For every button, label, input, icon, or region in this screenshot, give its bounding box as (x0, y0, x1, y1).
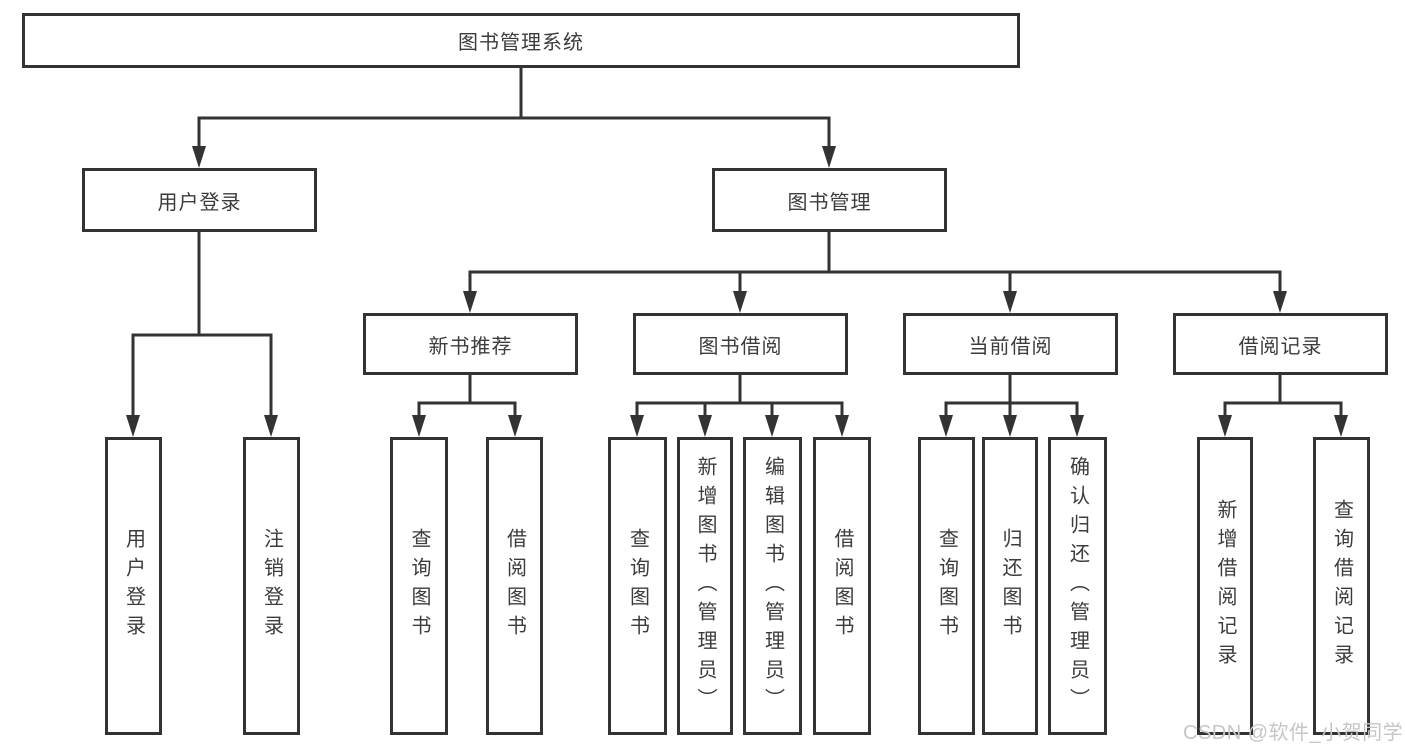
arrowhead-icons-level2 (192, 146, 836, 168)
node-label: 查询图书 (408, 528, 430, 644)
node-label: 借阅图书 (831, 528, 853, 644)
node-label: 图书借阅 (698, 335, 783, 358)
node-label: 用户登录 (157, 191, 242, 214)
node-current-borrowing: 当前借阅 (903, 313, 1118, 375)
node-book-management: 图书管理 (712, 168, 947, 232)
leaf-logout: 注销登录 (243, 437, 300, 735)
leaf-query-books-recommend: 查询图书 (390, 437, 448, 735)
node-label: 新书推荐 (428, 335, 513, 358)
watermark: CSDN @软件_小贺同学 (1183, 722, 1404, 744)
leaf-query-borrow-record: 查询借阅记录 (1313, 437, 1370, 735)
leaf-query-books-borrow: 查询图书 (608, 437, 667, 735)
leaf-add-books-admin: 新增图书（管理员） (677, 437, 733, 735)
arrowhead-icons-leaves (126, 415, 1348, 437)
leaf-add-borrow-record: 新增借阅记录 (1197, 437, 1253, 735)
node-label: 借阅记录 (1238, 335, 1323, 358)
arrowhead-icons-level3 (463, 291, 1287, 313)
leaf-borrow-books-recommend: 借阅图书 (486, 437, 543, 735)
connector-user-login-branch (131, 232, 273, 423)
leaf-user-login: 用户登录 (105, 437, 162, 735)
node-label: 新增借阅记录 (1214, 499, 1236, 673)
connector-borrow-records-branch (1223, 375, 1343, 423)
leaf-borrow-books: 借阅图书 (813, 437, 871, 735)
node-label: 归还图书 (999, 528, 1021, 644)
node-label: 编辑图书（管理员） (761, 455, 784, 717)
node-label: 注销登录 (260, 528, 283, 644)
node-label: 借阅图书 (503, 528, 526, 644)
node-label: 当前借阅 (968, 335, 1053, 358)
node-new-book-recommend: 新书推荐 (363, 313, 578, 375)
node-book-borrowing: 图书借阅 (633, 313, 848, 375)
node-label: 确认归还（管理员） (1066, 455, 1089, 717)
connector-new-books-branch (417, 375, 517, 423)
leaf-edit-books-admin: 编辑图书（管理员） (743, 437, 802, 735)
leaf-query-books-current: 查询图书 (918, 437, 975, 735)
connector-book-borrow-branch (635, 375, 844, 423)
node-label: 查询图书 (935, 528, 958, 644)
node-label: 新增图书（管理员） (694, 455, 716, 717)
node-label: 图书管理系统 (458, 32, 584, 54)
node-user-login: 用户登录 (82, 168, 317, 232)
leaf-confirm-return-admin: 确认归还（管理员） (1048, 437, 1107, 735)
connector-level3-split (468, 232, 1282, 295)
node-label: 图书管理 (787, 191, 872, 214)
node-library-system: 图书管理系统 (22, 13, 1020, 68)
node-label: 查询图书 (626, 528, 649, 644)
node-label: 用户登录 (122, 528, 145, 644)
connector-level2-split (197, 116, 831, 150)
node-borrow-records: 借阅记录 (1173, 313, 1388, 375)
leaf-return-books: 归还图书 (982, 437, 1038, 735)
node-label: 查询借阅记录 (1330, 499, 1353, 673)
